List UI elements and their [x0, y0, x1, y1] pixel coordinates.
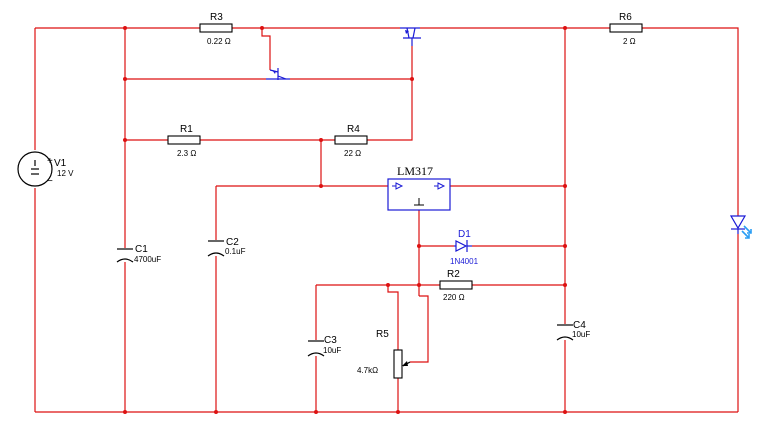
resistor-r4[interactable]: R4 22 Ω — [334, 124, 368, 158]
capacitor-c2[interactable]: C2 0.1uF — [207, 237, 246, 257]
light-rays-icon — [741, 225, 752, 239]
pass-transistor[interactable] — [400, 27, 421, 46]
capacitor-c1[interactable]: C1 4700uF — [116, 244, 161, 264]
c2-value: 0.1uF — [225, 247, 246, 256]
resistor-body — [199, 23, 233, 33]
resistor-body — [334, 135, 368, 145]
lm317-ref: LM317 — [397, 164, 433, 178]
capacitor-c3[interactable]: C3 10uF — [307, 335, 341, 357]
v1-minus-sign: − — [47, 176, 53, 187]
d1-value: 1N4001 — [450, 257, 479, 266]
v1-plus-sign: + — [47, 156, 53, 167]
wires — [34, 27, 739, 413]
led-triangle-icon — [729, 215, 747, 230]
r2-value: 220 Ω — [443, 293, 465, 302]
resistor-body — [439, 280, 473, 290]
r4-value: 22 Ω — [344, 149, 361, 158]
emitter-arrow-icon — [272, 70, 276, 74]
potentiometer-r5[interactable]: R5 4.7kΩ — [357, 329, 411, 379]
led[interactable] — [729, 215, 752, 239]
emitter-arrow-icon — [405, 30, 409, 34]
diode-d1[interactable]: D1 1N4001 — [450, 229, 479, 266]
resistor-r3[interactable]: R3 0.22 Ω — [199, 12, 233, 46]
resistor-r2[interactable]: R2 220 Ω — [439, 269, 473, 302]
r4-ref: R4 — [347, 124, 360, 135]
c1-ref: C1 — [135, 244, 148, 255]
c2-ref: C2 — [226, 237, 239, 248]
c4-ref: C4 — [573, 320, 586, 331]
capacitor-c4[interactable]: C4 10uF — [556, 320, 590, 341]
r1-ref: R1 — [180, 124, 193, 135]
v1-value: 12 V — [57, 169, 74, 178]
resistor-r1[interactable]: R1 2.3 Ω — [167, 124, 201, 158]
c3-value: 10uF — [323, 346, 341, 355]
junctions — [123, 26, 567, 414]
voltage-source-v1[interactable]: + V1 12 V − — [17, 151, 74, 187]
resistor-body — [167, 135, 201, 145]
wiper-arrow-icon — [402, 361, 408, 366]
r6-ref: R6 — [619, 12, 632, 23]
d1-ref: D1 — [458, 229, 471, 240]
resistor-body — [609, 23, 643, 33]
r3-ref: R3 — [210, 12, 223, 23]
diode-triangle-icon — [455, 240, 468, 252]
r6-value: 2 Ω — [623, 37, 636, 46]
r3-value: 0.22 Ω — [207, 37, 231, 46]
r5-ref: R5 — [376, 329, 389, 340]
r2-ref: R2 — [447, 269, 460, 280]
c4-value: 10uF — [572, 330, 590, 339]
pnp-transistor[interactable] — [266, 68, 290, 80]
lm317-regulator[interactable]: LM317 — [387, 164, 451, 211]
r1-value: 2.3 Ω — [177, 149, 196, 158]
v1-ref: V1 — [54, 158, 67, 169]
resistor-r6[interactable]: R6 2 Ω — [609, 12, 643, 46]
c1-value: 4700uF — [134, 255, 161, 264]
c3-ref: C3 — [324, 335, 337, 346]
potentiometer-body — [393, 349, 403, 379]
r5-value: 4.7kΩ — [357, 366, 378, 375]
